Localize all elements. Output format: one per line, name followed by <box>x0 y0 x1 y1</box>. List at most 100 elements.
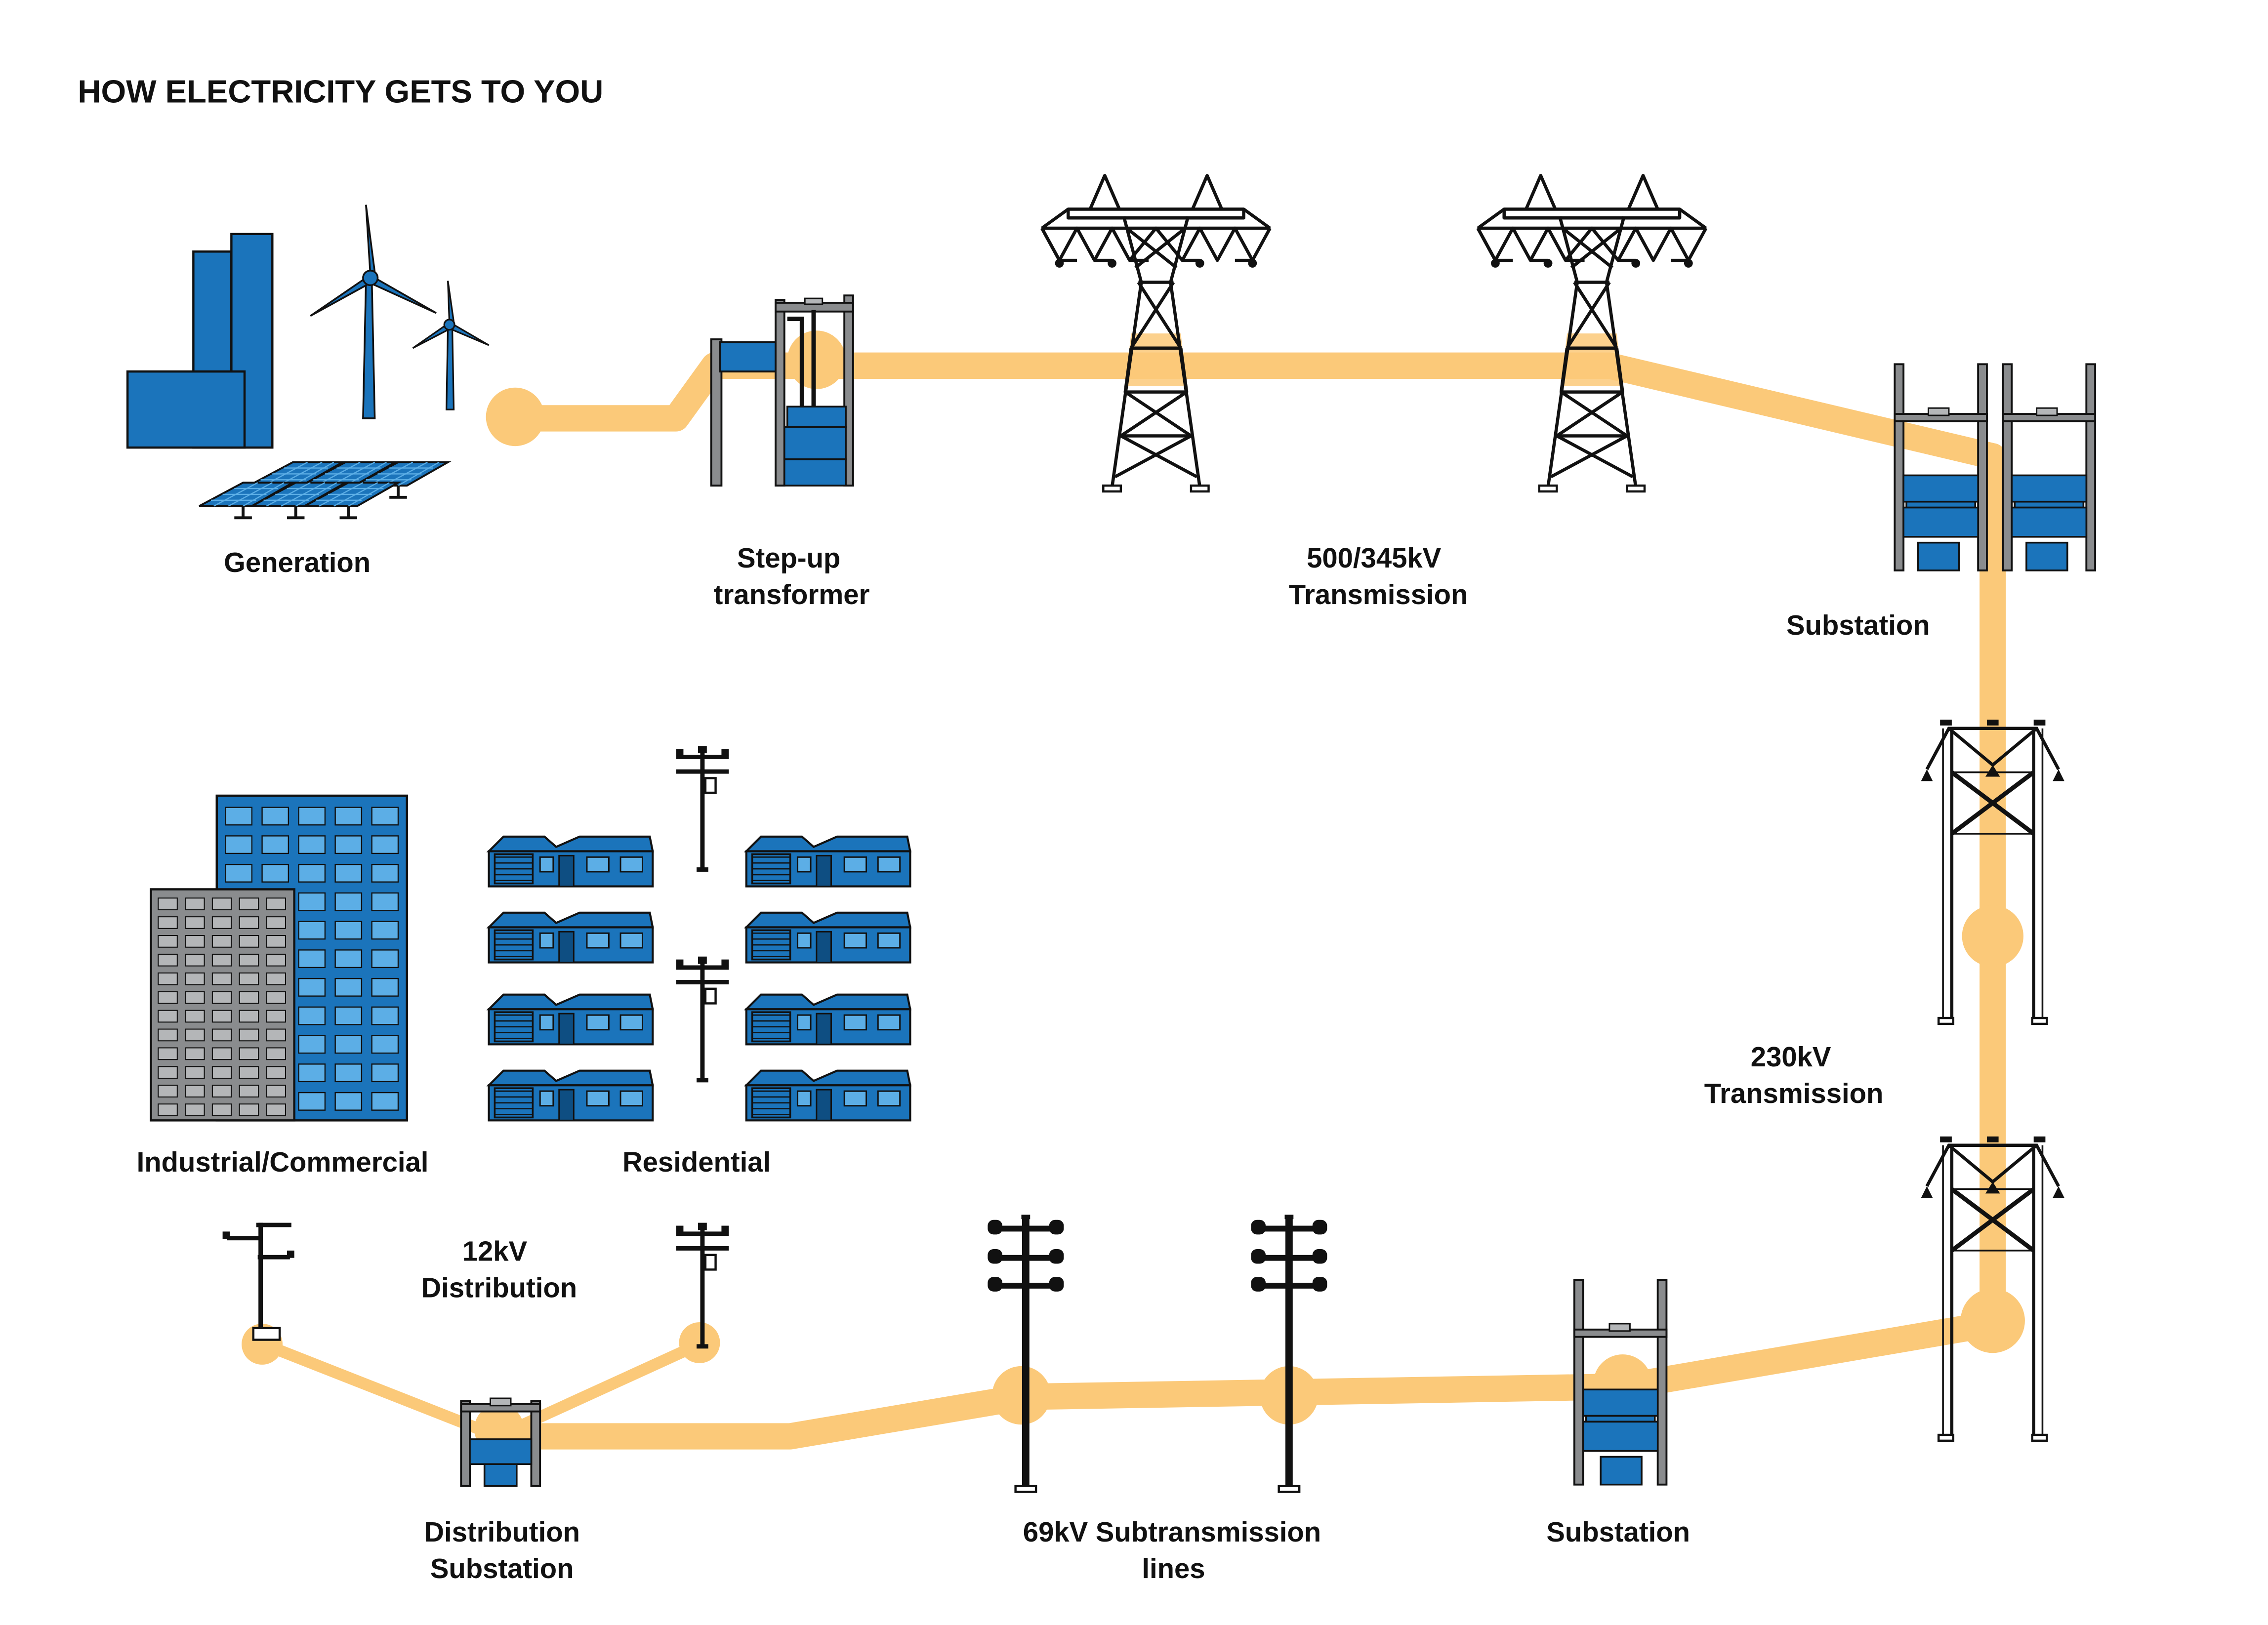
building-window <box>298 977 326 997</box>
building-window <box>211 916 232 929</box>
house-icon <box>746 995 910 1045</box>
building-window <box>334 1092 363 1111</box>
building-window <box>266 1066 286 1079</box>
building-window <box>298 892 326 911</box>
label-dist-sub-line2: Substation <box>430 1553 574 1584</box>
building-window <box>158 935 178 948</box>
building-window <box>239 1010 259 1023</box>
building-window <box>334 1063 363 1083</box>
building-window <box>371 1092 399 1111</box>
building-window <box>239 1103 259 1116</box>
house-icon <box>489 995 653 1045</box>
building-window <box>211 1010 232 1023</box>
building-window <box>371 1006 399 1025</box>
building-window <box>211 991 232 1004</box>
building-window <box>225 863 253 883</box>
building-window <box>266 972 286 985</box>
building-window <box>158 991 178 1004</box>
building-window <box>239 953 259 967</box>
building-window <box>185 1010 205 1023</box>
building-window <box>239 935 259 948</box>
distribution-pole-icon <box>676 746 729 872</box>
building-window <box>298 1063 326 1083</box>
building-window <box>211 1047 232 1060</box>
building-window <box>371 921 399 940</box>
label-step-up-line1: Step-up <box>737 542 840 573</box>
wind-turbine-icon <box>310 204 437 419</box>
building-window <box>371 835 399 854</box>
building-window <box>334 835 363 854</box>
building-window <box>239 991 259 1004</box>
building-window <box>298 921 326 940</box>
label-trans230-line2: Transmission <box>1704 1078 1884 1109</box>
building-window <box>371 1063 399 1083</box>
building-window <box>158 1047 178 1060</box>
office-building-icon <box>150 794 408 1122</box>
building-window <box>334 1006 363 1025</box>
label-generation: Generation <box>224 547 371 578</box>
building-window <box>185 916 205 929</box>
building-window <box>185 1103 205 1116</box>
building-window <box>211 1028 232 1042</box>
building-window <box>266 935 286 948</box>
step-up-transformer-icon <box>710 294 854 487</box>
residential-houses <box>489 837 910 1120</box>
building-window <box>334 863 363 883</box>
label-residential: Residential <box>622 1146 771 1178</box>
building-window <box>211 953 232 967</box>
wind-turbine-icon <box>412 281 490 410</box>
house-icon <box>746 913 910 963</box>
power-plant-icon <box>126 233 274 449</box>
label-trans230-line1: 230kV <box>1751 1041 1831 1072</box>
house-icon <box>489 1071 653 1121</box>
transmission-tower-icon <box>1042 175 1270 491</box>
building-window <box>185 935 205 948</box>
building-window <box>239 1028 259 1042</box>
building-window <box>185 1085 205 1098</box>
building-window <box>185 1028 205 1042</box>
building-window <box>266 1010 286 1023</box>
building-window <box>266 991 286 1004</box>
building-window <box>239 1047 259 1060</box>
building-window <box>158 1028 178 1042</box>
label-industrial: Industrial/Commercial <box>137 1146 429 1178</box>
building-window <box>371 949 399 969</box>
building-window <box>334 892 363 911</box>
building-window <box>334 949 363 969</box>
building-window <box>266 916 286 929</box>
label-trans500-line1: 500/345kV <box>1307 542 1442 573</box>
building-window <box>298 863 326 883</box>
building-window <box>298 1092 326 1111</box>
building-window <box>266 1028 286 1042</box>
building-window <box>239 897 259 910</box>
building-window <box>261 863 289 883</box>
building-window <box>185 1047 205 1060</box>
label-substation-bottom: Substation <box>1546 1516 1690 1547</box>
building-window <box>266 1085 286 1098</box>
building-window <box>158 916 178 929</box>
building-window <box>158 1010 178 1023</box>
transmission-tower-icon <box>1478 175 1706 491</box>
building-window <box>298 835 326 854</box>
building-window <box>261 835 289 854</box>
building-window <box>185 991 205 1004</box>
label-dist12-line2: Distribution <box>421 1272 577 1303</box>
building-window <box>371 892 399 911</box>
building-window <box>158 1103 178 1116</box>
building-window <box>158 1066 178 1079</box>
substation-icon <box>1573 1279 1668 1486</box>
building-window <box>185 897 205 910</box>
building-window <box>158 1085 178 1098</box>
building-window <box>211 972 232 985</box>
label-substation-top: Substation <box>1786 609 1930 641</box>
label-step-up-line2: transformer <box>714 579 870 610</box>
house-icon <box>489 913 653 963</box>
building-window <box>334 977 363 997</box>
distribution-pole-icon <box>676 957 729 1083</box>
label-trans500-line2: Transmission <box>1289 579 1468 610</box>
building-window <box>211 1066 232 1079</box>
building-window <box>266 1103 286 1116</box>
building-window <box>185 972 205 985</box>
building-window <box>261 807 289 826</box>
